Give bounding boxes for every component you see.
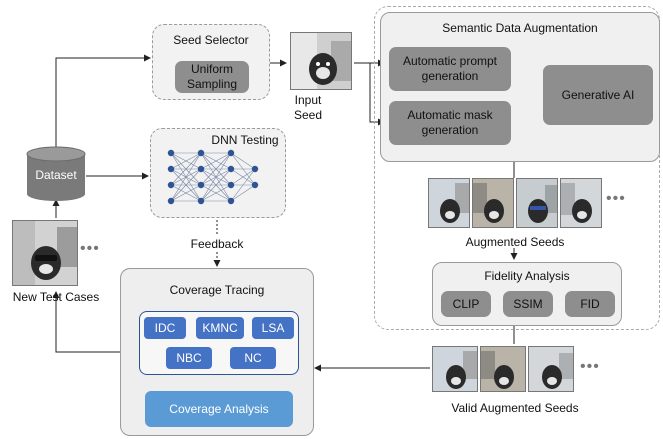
- lsa-criterion: LSA: [252, 317, 294, 339]
- augmented-seed-image-4: [560, 178, 602, 228]
- augmented-seed-image-1: [428, 178, 470, 228]
- dog-photo-icon: [529, 347, 573, 391]
- input-seed-label-line1: Input: [294, 93, 322, 107]
- feedback-label: Feedback: [190, 237, 244, 251]
- dog-photo-icon: [481, 347, 525, 391]
- dog-photo-icon: [433, 347, 477, 391]
- new-test-cases-more-icon: •••: [80, 240, 100, 257]
- augmented-seeds-label: Augmented Seeds: [465, 235, 565, 249]
- dataset-label: Dataset: [35, 168, 77, 182]
- coverage-tracing-title: Coverage Tracing: [169, 283, 265, 297]
- mask-generation-box: Automatic mask generation: [389, 101, 511, 145]
- fidelity-title: Fidelity Analysis: [484, 269, 570, 283]
- coverage-to-testcases-arrow: [52, 291, 120, 353]
- dog-photo-icon: [429, 179, 469, 227]
- semantic-aug-panel: Semantic Data Augmentation Automatic pro…: [380, 12, 660, 162]
- fid-metric-box: FID: [565, 291, 615, 317]
- dnn-testing-panel: DNN Testing: [150, 128, 286, 218]
- semantic-aug-title: Semantic Data Augmentation: [442, 21, 598, 35]
- clip-metric-box: CLIP: [441, 291, 491, 317]
- valid-seed-image-2: [480, 346, 526, 392]
- dataset-to-seed-selector-arrow: [55, 54, 151, 150]
- dnn-testing-title: DNN Testing: [211, 133, 279, 147]
- augmented-seed-image-3: [516, 178, 558, 228]
- new-test-cases-label: New Test Cases: [12, 290, 100, 304]
- valid-seed-image-1: [432, 346, 478, 392]
- coverage-tracing-panel: Coverage Tracing IDC KMNC LSA NBC NC Cov…: [120, 268, 314, 436]
- dog-photo-icon: [517, 179, 557, 227]
- dog-sunglasses-photo-icon: [13, 221, 77, 285]
- dog-photo-icon: [473, 179, 513, 227]
- generative-ai-box: Generative AI: [543, 65, 653, 125]
- valid-seed-image-3: [528, 346, 574, 392]
- criteria-group: IDC KMNC LSA NBC NC: [139, 311, 299, 375]
- augmented-seed-image-2: [472, 178, 514, 228]
- neural-network-icon: [167, 149, 259, 205]
- new-test-case-image: [12, 220, 78, 286]
- database-icon: [26, 146, 86, 201]
- seed-selector-panel: Seed Selector Uniform Sampling: [152, 24, 270, 100]
- input-seed-label-line2: Seed: [293, 108, 323, 122]
- semantic-aug-outer-region: [374, 6, 660, 330]
- seed-to-mask-arrow: [369, 63, 385, 126]
- uniform-sampling-box: Uniform Sampling: [175, 61, 249, 93]
- augmented-seeds-more-icon: •••: [606, 190, 626, 207]
- fidelity-analysis-panel: Fidelity Analysis CLIP SSIM FID: [432, 262, 622, 326]
- input-seed-label: Input Seed: [288, 93, 328, 123]
- input-seed-image: [290, 32, 352, 90]
- valid-seeds-strip: •••: [432, 346, 622, 396]
- coverage-analysis-box: Coverage Analysis: [145, 391, 293, 427]
- dog-photo-icon: [561, 179, 601, 227]
- nbc-criterion: NBC: [166, 347, 212, 369]
- seed-selector-title: Seed Selector: [173, 33, 249, 47]
- valid-seeds-label: Valid Augmented Seeds: [451, 401, 579, 415]
- nc-criterion: NC: [230, 347, 276, 369]
- kmnc-criterion: KMNC: [196, 317, 244, 339]
- valid-seeds-more-icon: •••: [580, 358, 600, 375]
- dog-photo-icon: [291, 33, 351, 89]
- augmented-seeds-strip: •••: [424, 178, 644, 232]
- prompt-generation-box: Automatic prompt generation: [389, 47, 511, 91]
- idc-criterion: IDC: [144, 317, 186, 339]
- dataset-cylinder: Dataset: [26, 146, 86, 202]
- ssim-metric-box: SSIM: [503, 291, 553, 317]
